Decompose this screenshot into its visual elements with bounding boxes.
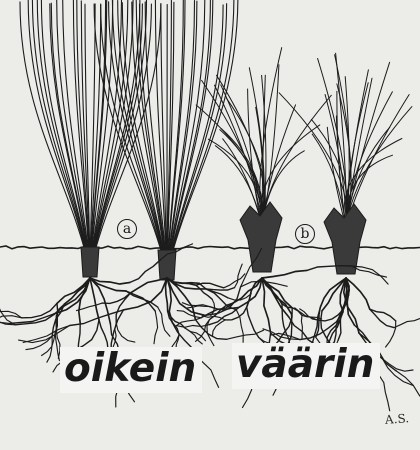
stem-base	[81, 247, 99, 277]
curly-stem	[221, 129, 262, 226]
root-strand	[396, 371, 420, 404]
root-strand	[188, 306, 210, 308]
root-strand	[206, 288, 235, 291]
root-strand	[0, 296, 15, 325]
root-strand	[196, 283, 224, 288]
curly-stem	[196, 105, 263, 225]
caption-correct: oikein	[60, 347, 202, 393]
root-strand	[235, 264, 243, 288]
root-strand	[185, 328, 202, 344]
root-strand	[301, 315, 302, 338]
root-strand	[394, 318, 420, 328]
root-strand	[383, 359, 413, 371]
caption-wrong: väärin	[232, 343, 380, 389]
root-strand	[154, 311, 158, 344]
root-strand	[370, 309, 396, 321]
root-strand	[166, 278, 168, 312]
root-strand	[116, 323, 135, 342]
knotted-crown	[324, 204, 366, 274]
marker-b-label: b	[295, 224, 315, 244]
marker-a-label: a	[117, 219, 137, 239]
root-strand	[227, 330, 264, 339]
straight-stem	[168, 1, 194, 258]
curly-stem	[215, 85, 263, 225]
artist-signature: A.S.	[385, 411, 410, 427]
root-strand	[130, 260, 161, 283]
root-strand	[386, 321, 396, 347]
straight-stem	[169, 0, 205, 258]
root-strand	[351, 266, 386, 277]
curly-stem	[312, 134, 346, 227]
curly-stem	[346, 62, 390, 227]
root-strand	[346, 278, 370, 309]
